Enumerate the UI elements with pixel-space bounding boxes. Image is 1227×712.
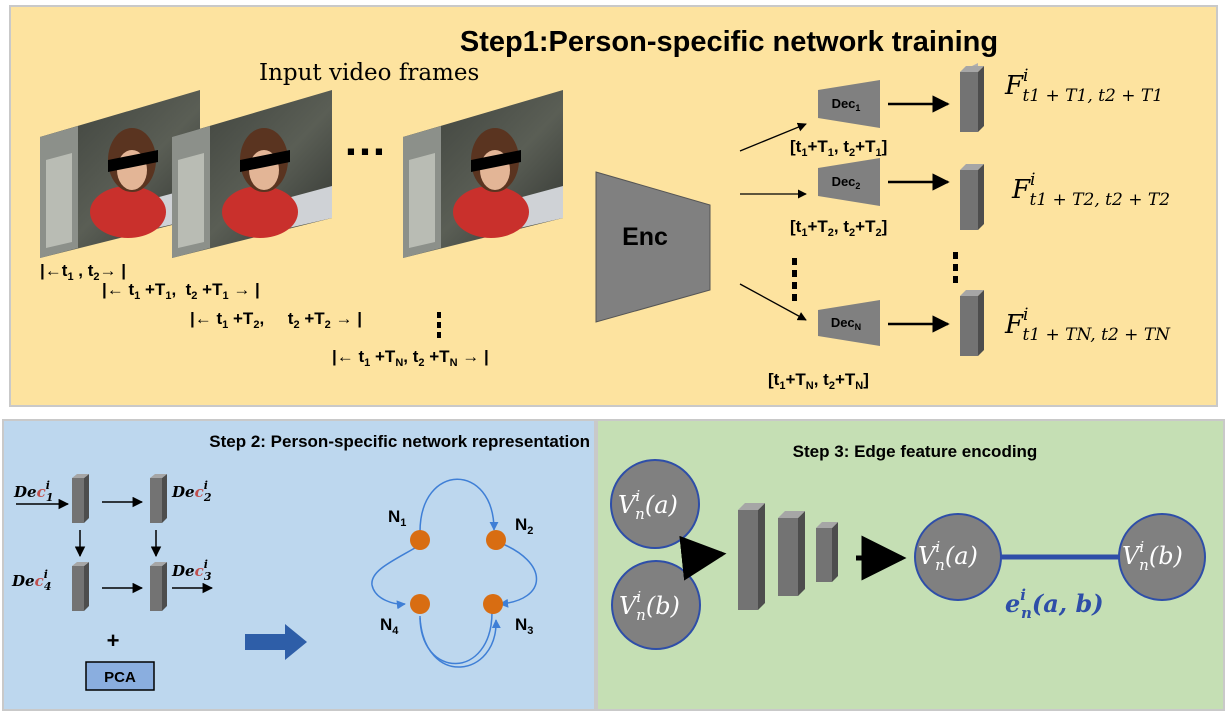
decoder-n-label: Dec [831,315,855,330]
decoder-2-label: Dec [832,174,856,189]
network-layer-2 [778,511,805,596]
node-label-n2: N2 [515,515,533,537]
node-n2 [486,530,506,550]
windows-vdots [437,312,441,338]
step2-transform-arrow [245,624,307,660]
output-vertex-a [914,513,1002,601]
decoder-2: Dec2 [818,158,880,206]
decoder-1-label: Dec [832,96,856,111]
step1-panel: Step1:Person-specific network training I… [9,5,1218,407]
window-1: |←t1 , t2→ | [40,261,126,283]
encoder-block: Enc [595,171,711,323]
svg-text:Dec2: Dec2 [832,174,861,191]
enc-to-dec1-arrow [739,122,807,152]
node-graph [371,478,538,668]
dec-block-3 [150,562,167,611]
window-n: |← t1 +TN, t2 +TN → | [332,347,489,369]
step3-title: Step 3: Edge feature encoding [793,442,1038,461]
dec-block-1 [72,474,89,523]
output-block-2 [960,164,984,230]
output-block-1 [960,63,984,132]
dec-block-2 [150,474,167,523]
node-n1 [410,530,430,550]
svg-text:DecN: DecN [831,315,861,332]
window-2: |← t1 +T1, t2 +T1 → | [102,280,260,302]
encoder-label: Enc [622,223,668,251]
step2-panel: Step 2: Person-specific network represen… [2,419,596,711]
inputs-to-network-arrow [679,535,727,581]
plus-sign: + [107,628,120,653]
node-n4 [410,594,430,614]
node-label-n4: N4 [380,615,399,637]
decoder-n-range: [t1+TN, t2+TN] [768,370,869,392]
input-frames-label: Input video frames [259,60,479,86]
network-layer-3 [816,522,838,582]
step2-title: Step 2: Person-specific network represen… [209,432,590,451]
input-vertex-b [611,560,701,650]
step1-title: Step1:Person-specific network training [460,26,998,58]
dec-block-4 [72,562,89,611]
window-3: |← t1 +T2, t2 +T2 → | [190,309,362,331]
pca-label: PCA [104,669,136,686]
svg-text:Dec1: Dec1 [832,96,861,113]
enc-to-decn-arrow [739,283,807,321]
pca-box: PCA [85,661,155,691]
node-n3 [483,594,503,614]
output-block-n [960,290,984,356]
network-layer-1 [738,503,765,610]
frames-ellipsis: … [343,116,387,165]
node-label-n1: N1 [388,507,406,529]
decoder-1: Dec1 [818,80,880,128]
node-label-n3: N3 [515,615,533,637]
decoder-vdots [792,258,797,301]
output-vertex-b [1118,513,1206,601]
input-vertex-a [610,459,700,549]
decoder-1-range: [t1+T1, t2+T1] [790,137,887,159]
output-vdots [953,252,958,283]
decoder-2-range: [t1+T2, t2+T2] [790,217,887,239]
decoder-n: DecN [818,300,880,346]
